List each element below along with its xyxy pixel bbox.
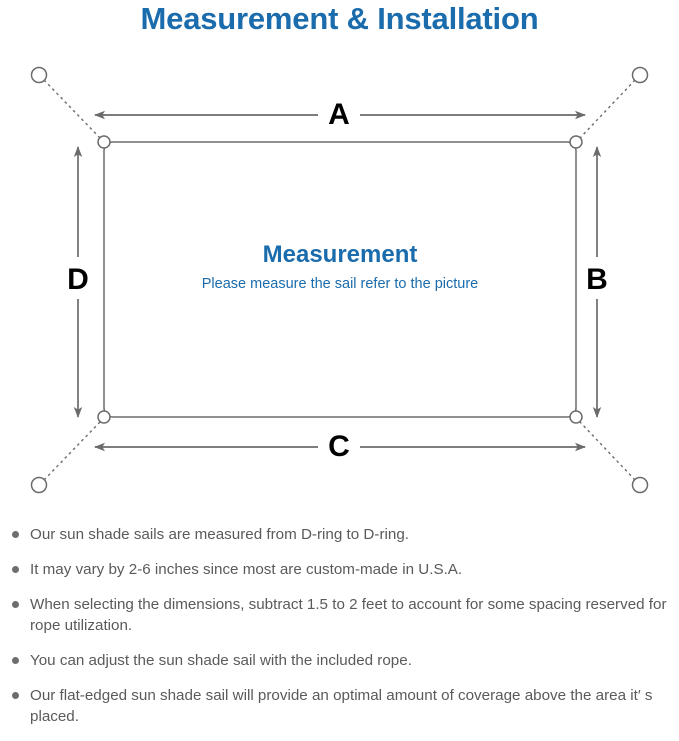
dimension-label-d: D <box>67 263 89 296</box>
rope-line-bottom-left <box>43 421 101 481</box>
anchor-top-left <box>30 66 48 84</box>
dimension-label-c: C <box>328 430 350 463</box>
anchor-top-right <box>631 66 649 84</box>
note-text: Our sun shade sails are measured from D-… <box>30 526 409 543</box>
note-text: You can adjust the sun shade sail with t… <box>30 652 412 669</box>
rope-line-top-right <box>579 79 636 139</box>
page-title: Measurement & Installation <box>140 1 539 36</box>
rope-lines-group <box>43 79 636 481</box>
anchor-bottom-left <box>30 476 48 494</box>
d-ring-top-left <box>97 135 111 149</box>
note-text: Our flat-edged sun shade sail will provi… <box>30 687 653 725</box>
bullet-icon <box>12 692 19 699</box>
d-ring-top-right <box>569 135 583 149</box>
note-text: When selecting the dimensions, subtract … <box>30 596 667 634</box>
note-item: You can adjust the sun shade sail with t… <box>0 650 679 671</box>
dimension-label-b: B <box>586 263 608 296</box>
d-ring-bottom-left <box>97 410 111 424</box>
note-item: When selecting the dimensions, subtract … <box>0 594 679 636</box>
bullet-icon <box>12 657 19 664</box>
note-item: Our flat-edged sun shade sail will provi… <box>0 685 679 727</box>
sail-body <box>103 141 577 418</box>
sun-shade-sail-measurement-diagram: A C D B <box>30 66 649 494</box>
note-item: Our sun shade sails are measured from D-… <box>0 524 679 545</box>
bullet-icon <box>12 531 19 538</box>
note-item: It may vary by 2-6 inches since most are… <box>0 559 679 580</box>
bullet-icon <box>12 601 19 608</box>
notes-list: Our sun shade sails are measured from D-… <box>0 524 679 741</box>
d-rings-group <box>97 135 583 424</box>
bullet-icon <box>12 566 19 573</box>
anchor-bottom-right <box>631 476 649 494</box>
rope-line-bottom-right <box>579 421 636 481</box>
note-text: It may vary by 2-6 inches since most are… <box>30 561 463 578</box>
anchor-points-group <box>30 66 649 494</box>
rope-line-top-left <box>43 79 101 139</box>
dimension-label-a: A <box>328 98 350 131</box>
d-ring-bottom-right <box>569 410 583 424</box>
